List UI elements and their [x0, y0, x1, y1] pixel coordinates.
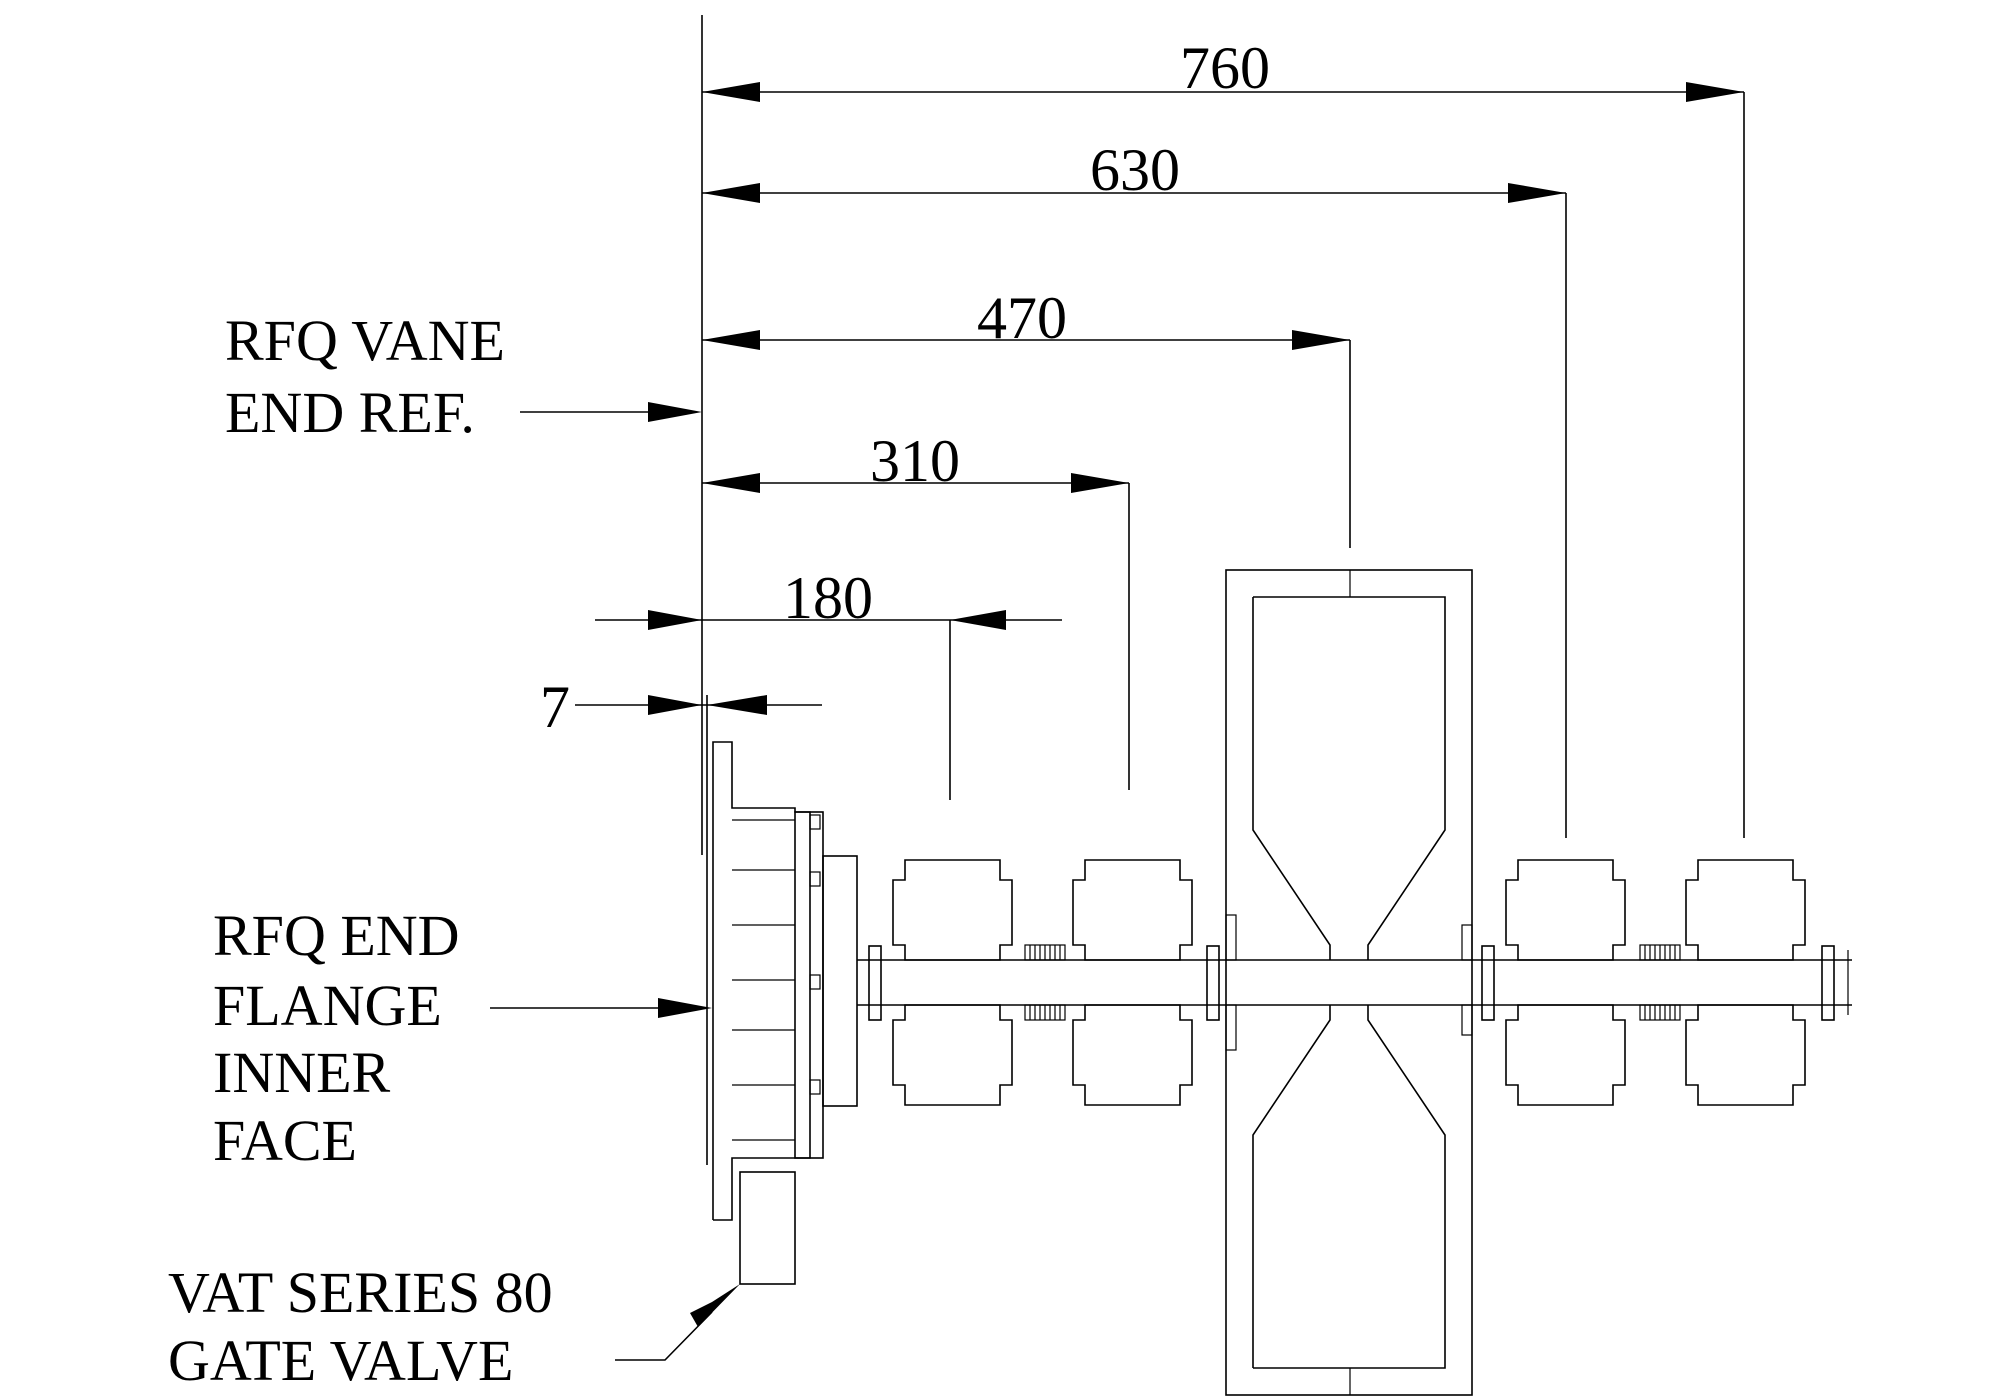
quadrupole-2	[1072, 859, 1193, 1106]
dimension-7: 7	[540, 674, 822, 740]
dimension-630-label: 630	[1090, 137, 1180, 203]
quadrupole-4	[1685, 859, 1806, 1106]
dimension-180: 180	[595, 565, 1062, 800]
gate-valve	[739, 1171, 796, 1285]
vane-ref-line-1: RFQ VANE	[225, 308, 505, 373]
dimension-760-label: 760	[1180, 35, 1270, 101]
flange-label-line-4: FACE	[213, 1108, 357, 1173]
dimension-7-label: 7	[540, 674, 570, 740]
dimension-470: 470	[702, 285, 1351, 548]
flange-label-line-2: FLANGE	[213, 973, 442, 1038]
dimension-470-label: 470	[977, 285, 1067, 351]
label-end-flange-face: RFQ END FLANGE INNER FACE	[213, 903, 712, 1173]
quadrupole-3	[1505, 859, 1626, 1106]
label-gate-valve: VAT SERIES 80 GATE VALVE	[168, 1260, 740, 1393]
central-cavity	[1225, 569, 1473, 1396]
dimension-760: 760	[702, 35, 1745, 838]
vane-ref-line-2: END REF.	[225, 380, 475, 445]
gate-valve-line-2: GATE VALVE	[168, 1328, 513, 1393]
dimension-310: 310	[702, 428, 1130, 790]
bellows-2	[1639, 944, 1681, 1021]
quadrupole-1	[892, 859, 1013, 1106]
beam-pipe	[857, 945, 1852, 1021]
dimension-310-label: 310	[870, 428, 960, 494]
gate-valve-line-1: VAT SERIES 80	[168, 1260, 553, 1325]
rfq-end-flange	[712, 741, 858, 1221]
bellows-1	[1024, 944, 1066, 1021]
flange-label-line-3: INNER	[213, 1040, 391, 1105]
dimension-180-label: 180	[783, 565, 873, 631]
flange-label-line-1: RFQ END	[213, 903, 460, 968]
dimension-630: 630	[702, 137, 1567, 838]
label-vane-end-ref: RFQ VANE END REF.	[225, 308, 702, 445]
